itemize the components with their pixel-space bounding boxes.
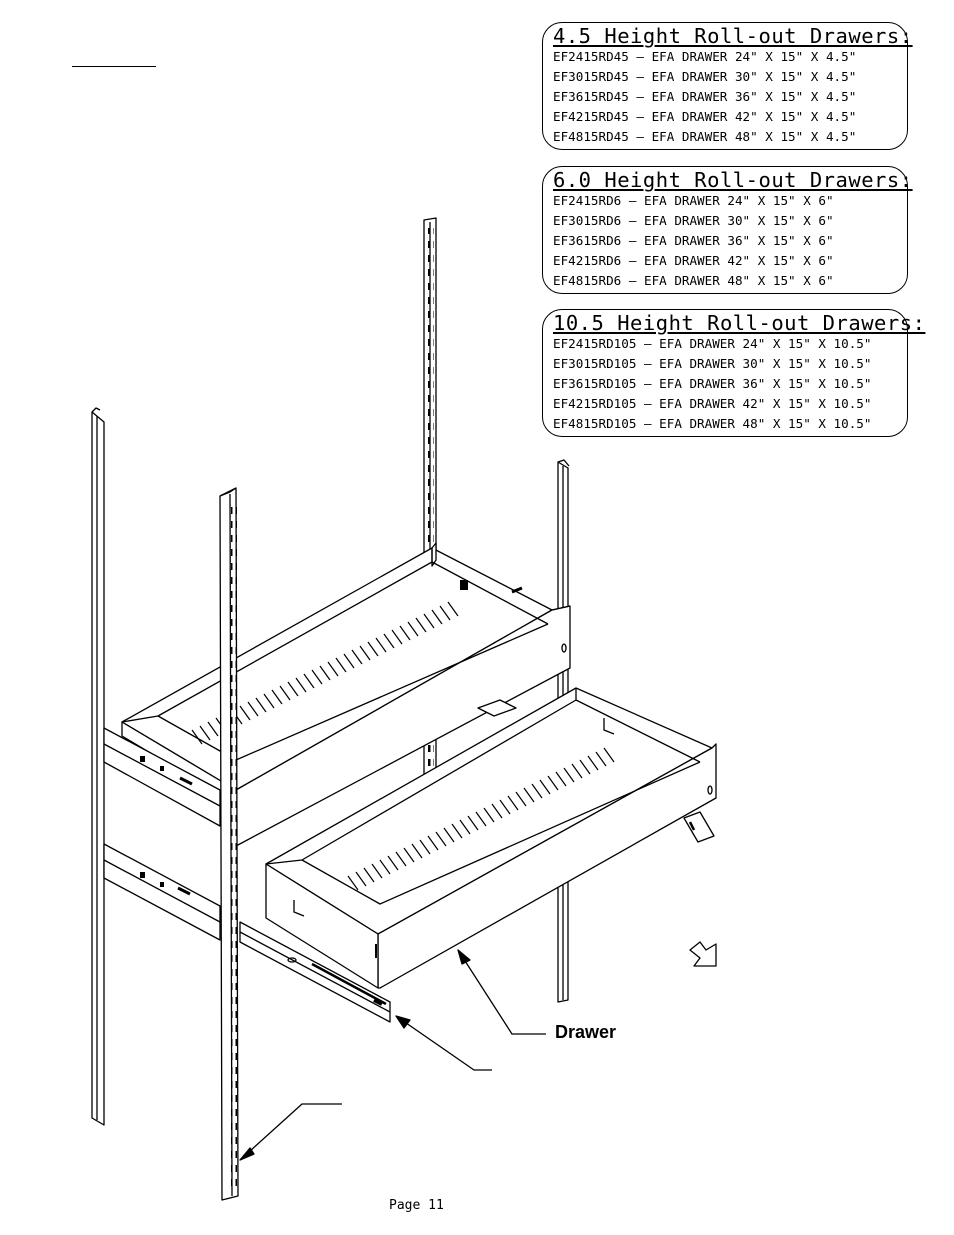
- slide-left-upper: [103, 727, 221, 827]
- post-far-left: [91, 407, 105, 1126]
- post-leader: [239, 1103, 342, 1161]
- spec-line: EF4215RD6 – EFA DRAWER 42" X 15" X 6": [553, 253, 834, 268]
- spec-box-title: 6.0 Height Roll-out Drawers:: [553, 168, 913, 192]
- spec-line: EF4815RD6 – EFA DRAWER 48" X 15" X 6": [553, 273, 834, 288]
- spec-line: EF3615RD45 – EFA DRAWER 36" X 15" X 4.5": [553, 89, 857, 104]
- page-number: Page 11: [389, 1198, 444, 1213]
- spec-line: EF3615RD105 – EFA DRAWER 36" X 15" X 10.…: [553, 376, 872, 391]
- title-underline-blank: [72, 66, 156, 67]
- spec-line: EF2415RD6 – EFA DRAWER 24" X 15" X 6": [553, 193, 834, 208]
- slide-left-lower: [103, 843, 221, 941]
- lower-drawer: [265, 687, 717, 989]
- drawer-callout-label: Drawer: [555, 1022, 617, 1042]
- spec-line: EF3015RD6 – EFA DRAWER 30" X 15" X 6": [553, 213, 834, 228]
- slide-right: [477, 699, 715, 843]
- spec-line: EF3015RD105 – EFA DRAWER 30" X 15" X 10.…: [553, 356, 872, 371]
- spec-box-title: 10.5 Height Roll-out Drawers:: [553, 311, 926, 335]
- spec-line: EF4815RD105 – EFA DRAWER 48" X 15" X 10.…: [553, 416, 872, 431]
- spec-box-6-0: 6.0 Height Roll-out Drawers: EF2415RD6 –…: [542, 166, 913, 294]
- spec-box-4-5: 4.5 Height Roll-out Drawers: EF2415RD45 …: [542, 22, 913, 150]
- spec-line: EF4215RD45 – EFA DRAWER 42" X 15" X 4.5": [553, 109, 857, 124]
- spec-line: EF2415RD45 – EFA DRAWER 24" X 15" X 4.5": [553, 49, 857, 64]
- slide-leader: [395, 1015, 492, 1071]
- spec-line: EF4815RD45 – EFA DRAWER 48" X 15" X 4.5": [553, 129, 857, 144]
- spec-box-title: 4.5 Height Roll-out Drawers:: [553, 24, 913, 48]
- spec-line: EF4215RD105 – EFA DRAWER 42" X 15" X 10.…: [553, 396, 872, 411]
- post-front-left: [219, 487, 239, 1201]
- slide-extended: [239, 921, 391, 1023]
- spec-line: EF3015RD45 – EFA DRAWER 30" X 15" X 4.5": [553, 69, 857, 84]
- direction-arrow-icon: [689, 941, 717, 967]
- spec-line: EF3615RD6 – EFA DRAWER 36" X 15" X 6": [553, 233, 834, 248]
- spec-box-10-5: 10.5 Height Roll-out Drawers: EF2415RD10…: [542, 309, 926, 437]
- spec-line: EF2415RD105 – EFA DRAWER 24" X 15" X 10.…: [553, 336, 872, 351]
- drawer-leader: [457, 949, 546, 1035]
